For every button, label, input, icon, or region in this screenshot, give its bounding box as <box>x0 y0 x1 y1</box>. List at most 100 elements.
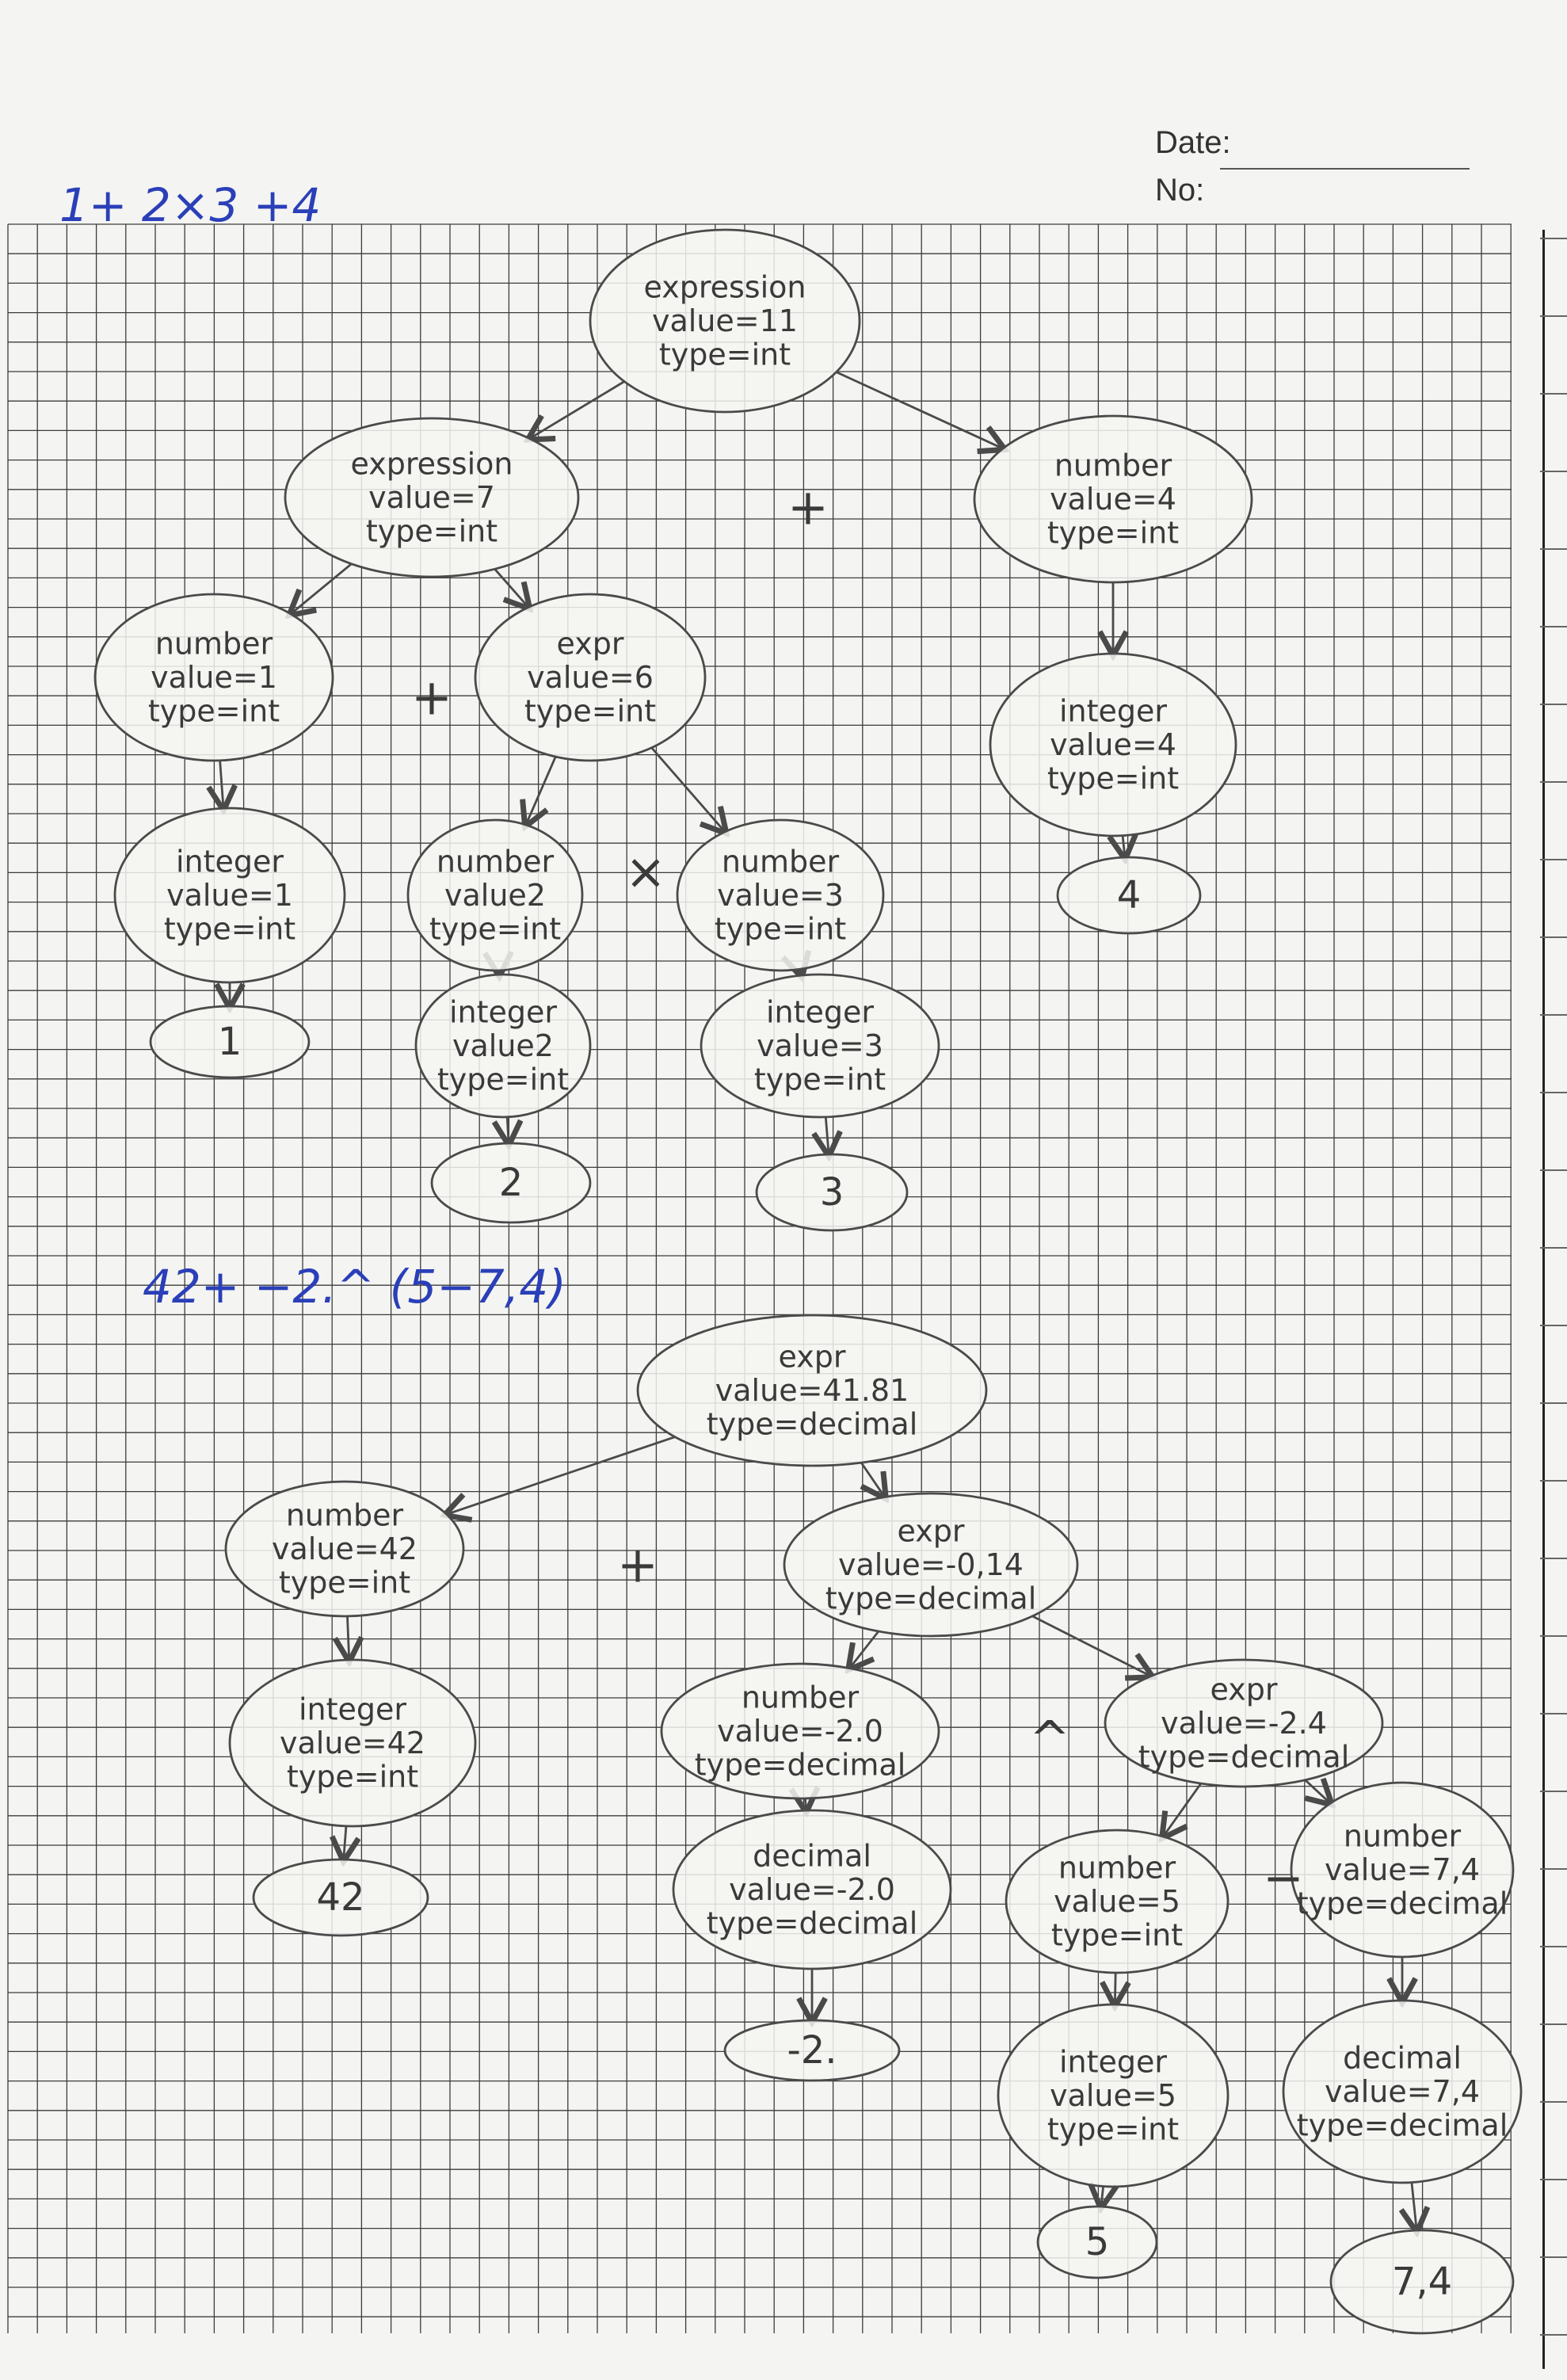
node-ellipse <box>430 1142 592 1224</box>
node-label-line: number <box>437 844 555 879</box>
node-label-line: 3 <box>820 1170 845 1215</box>
tree-edge-t1-int2-to-t1-leaf2 <box>507 1116 509 1143</box>
node-label-line: value=-2.0 <box>717 1714 883 1749</box>
node-ellipse <box>1290 1781 1515 1959</box>
tree-edge-t1-expr7-to-t1-expr6 <box>494 568 528 607</box>
node-label-line: type=int <box>1047 2112 1179 2147</box>
tree-edge-t2-expr2-to-t2-expr3 <box>1031 1615 1151 1676</box>
node-ellipse <box>1005 1829 1230 1974</box>
binder-tab-mark <box>1540 1092 1567 1093</box>
binder-tab-mark <box>1540 315 1567 317</box>
node-label-line: number <box>722 844 840 879</box>
node-ellipse <box>284 417 580 578</box>
node-label-line: number <box>742 1680 860 1714</box>
tree-node-t1-leaf3: 3 <box>755 1153 909 1232</box>
node-ellipse <box>224 1480 465 1618</box>
node-label-line: value=5 <box>1054 1884 1180 1919</box>
node-label-line: type=int <box>279 1566 410 1600</box>
binder-tab-mark <box>1540 859 1567 860</box>
tree-node-t2-leaf-2: -2. <box>723 2019 901 2082</box>
node-ellipse <box>636 1314 988 1467</box>
node-ellipse <box>973 414 1253 584</box>
tree-edge-t1-expr-to-t1-num4 <box>836 371 1003 449</box>
binder-tab-mark <box>1540 2334 1567 2336</box>
node-label-line: decimal <box>753 1838 871 1873</box>
node-label-line: 5 <box>1085 2220 1110 2264</box>
binder-tab-mark <box>1540 1402 1567 1404</box>
node-ellipse <box>474 593 707 762</box>
node-ellipse <box>660 1662 940 1800</box>
binder-tab-mark <box>1540 1325 1567 1326</box>
node-label-line: value=6 <box>527 660 654 695</box>
node-label-line: value=-2.4 <box>1161 1706 1327 1741</box>
node-label-line: integer <box>299 1692 406 1726</box>
node-ellipse <box>676 818 885 972</box>
node-label-line: value=3 <box>717 878 844 913</box>
binder-tab-mark <box>1540 2101 1567 2103</box>
node-label-line: number <box>1058 1850 1176 1885</box>
node-label-line: 42 <box>316 1875 364 1920</box>
date-line <box>1220 168 1470 170</box>
tree-edge-t1-expr6-to-t1-num2 <box>526 756 557 825</box>
node-label-line: type=int <box>524 694 656 729</box>
tree-edge-t2-expr2-to-t2-num-2 <box>849 1631 880 1669</box>
node-ellipse <box>252 1858 429 1937</box>
node-label-line: value=42 <box>272 1531 417 1566</box>
binder-tab-mark <box>1540 781 1567 783</box>
node-label-line: type=decimal <box>1297 1886 1508 1921</box>
binder-tab-mark <box>1540 1558 1567 1559</box>
node-label-line: type=decimal <box>707 1407 918 1442</box>
tree-node-t2-leaf42: 42 <box>252 1858 429 1937</box>
node-ellipse <box>672 1809 952 1970</box>
tree-edge-t1-int3-to-t1-leaf3 <box>825 1116 829 1154</box>
binder-tab-mark <box>1540 704 1567 705</box>
tree-edge-t2-expr-to-t2-expr2 <box>861 1462 885 1497</box>
binder-tab-mark <box>1540 238 1567 239</box>
binder-tab-mark <box>1540 1713 1567 1714</box>
node-ellipse <box>228 1658 477 1828</box>
node-label-line: type=decimal <box>707 1906 918 1941</box>
operator-t1-op-times: × <box>625 843 666 901</box>
operator-t2-op-minus: − <box>1263 1849 1304 1907</box>
node-label-line: type=int <box>754 1062 886 1097</box>
node-label-line: integer <box>449 994 557 1029</box>
binder-tab-mark <box>1540 936 1567 938</box>
tree-edge-t2-dec74-to-t2-leaf74 <box>1412 2182 1416 2230</box>
node-label-line: value=7,4 <box>1325 1852 1480 1887</box>
node-ellipse <box>1329 2229 1515 2335</box>
tree-edge-t2-int5-to-t2-leaf5 <box>1101 2187 1104 2207</box>
node-label-line: value=1 <box>151 660 277 695</box>
tree-node-t1-leaf1: 1 <box>149 1005 311 1079</box>
node-ellipse <box>1282 1999 1523 2184</box>
node-label-line: value=42 <box>280 1726 425 1760</box>
node-label-line: number <box>1344 1818 1462 1853</box>
node-label-line: expression <box>351 446 513 481</box>
operator-t2-op-pow: ^ <box>1029 1711 1070 1768</box>
node-label-line: value=7,4 <box>1325 2074 1480 2109</box>
binder-tab-mark <box>1540 2256 1567 2258</box>
operator-symbols: ++×+^− <box>411 479 1304 1907</box>
tree-edge-t2-expr3-to-t2-num5 <box>1163 1783 1203 1836</box>
node-label-line: value=5 <box>1050 2078 1176 2113</box>
binder-tab-mark <box>1540 1791 1567 1792</box>
node-ellipse <box>755 1153 909 1232</box>
tree-node-t1-leaf4: 4 <box>1056 856 1202 935</box>
tree2-expression-title: 42+ −2.^ (5−7,4) <box>143 1260 566 1314</box>
tree-edge-t2-num-2-to-t2-dec-2 <box>805 1798 806 1810</box>
no-label: No: <box>1155 173 1205 208</box>
node-label-line: 1 <box>218 1020 242 1064</box>
tree-edge-t2-expr-to-t2-num42 <box>447 1436 676 1515</box>
node-ellipse <box>589 228 861 414</box>
node-label-line: type=int <box>1047 761 1179 796</box>
node-label-line: value=-0,14 <box>838 1547 1024 1582</box>
node-ellipse <box>406 818 584 972</box>
node-label-line: type=decimal <box>1138 1740 1350 1775</box>
